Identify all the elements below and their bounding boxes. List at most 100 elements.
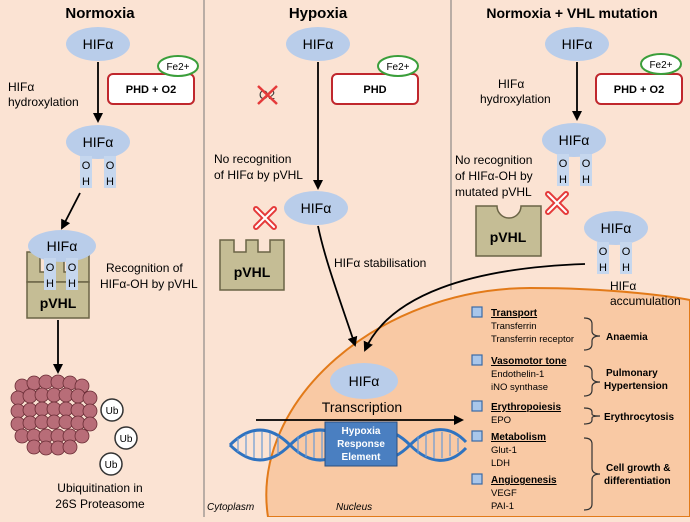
- hydroxyl-group: [66, 258, 78, 290]
- accumulation-label-1: HIFα: [610, 279, 636, 293]
- hydroxyl-group: [80, 156, 92, 188]
- gene-label: VEGF: [491, 488, 517, 499]
- outcome-erythrocytosis: Erythrocytosis: [604, 412, 674, 423]
- fe-label: Fe2+: [649, 60, 672, 71]
- no-recognition-label-2: of HIFα by pVHL: [214, 168, 303, 182]
- category-angiogenesis: Angiogenesis: [491, 475, 557, 486]
- outcome-pulmonary-2: Hypertension: [604, 381, 668, 392]
- phd-label: PHD: [363, 84, 386, 96]
- hydroxyl-group: [44, 258, 56, 290]
- hif-alpha-stabilised: [284, 191, 348, 225]
- ubiquitin-icon: [100, 398, 124, 422]
- oxygen-label: O: [82, 160, 91, 172]
- hydrogen-label: H: [68, 278, 76, 290]
- oxygen-label: O: [582, 158, 591, 170]
- hydrogen-label: H: [622, 262, 630, 274]
- bracket-erythrocytosis: [583, 407, 601, 425]
- hydroxyl-group: [557, 154, 569, 186]
- gene-label: Transferrin: [491, 321, 537, 332]
- normoxia-panel: HIFα HIFα hydroxylation PHD + O2 Fe2+ HI…: [8, 27, 199, 511]
- hif-alpha-accumulated: [584, 211, 648, 245]
- arrow-to-pvhl: [61, 192, 81, 230]
- phd-label: PHD + O2: [614, 84, 664, 96]
- hydrogen-label: H: [599, 262, 607, 274]
- pvhl-mutated-protein: [475, 205, 542, 257]
- hif-label: HIFα: [601, 220, 632, 236]
- proteasome-26s: [10, 374, 98, 456]
- oxygen-label: O: [68, 262, 77, 274]
- phd-label: PHD + O2: [126, 84, 176, 96]
- gene-label: Glut-1: [491, 445, 517, 456]
- pvhl-label: pVHL: [234, 264, 271, 280]
- hre-label-1: Hypoxia: [342, 426, 381, 437]
- pvhl-protein: [219, 239, 285, 291]
- hydrogen-label: H: [106, 176, 114, 188]
- category-vasomotor-tone: Vasomotor tone: [491, 356, 567, 367]
- hif-label: HIFα: [349, 373, 380, 389]
- oxygen-label: O: [46, 262, 55, 274]
- recognition-label-1: Recognition of: [106, 261, 183, 275]
- title-vhl-mutation: Normoxia + VHL mutation: [486, 5, 657, 21]
- gene-label: Transferrin receptor: [491, 334, 574, 345]
- vhl-mutation-panel: HIFα HIFα hydroxylation PHD + O2 Fe2+ HI…: [363, 27, 683, 352]
- cross-icon: [545, 191, 569, 215]
- hydroxyl-group: [597, 242, 609, 274]
- outcome-brackets: [583, 317, 601, 511]
- cross-icon: [253, 206, 277, 230]
- oxygen-label: O: [106, 160, 115, 172]
- category-erythropoiesis: Erythropoiesis: [491, 402, 561, 413]
- fe-label: Fe2+: [386, 62, 409, 73]
- phd-enzyme-box: [107, 73, 195, 105]
- pvhl-label: pVHL: [490, 229, 527, 245]
- hydroxylation-label-2: hydroxylation: [8, 95, 79, 109]
- bracket-cell-growth: [583, 437, 601, 511]
- accumulation-label-2: accumulation: [610, 294, 681, 308]
- category-transport: Transport: [491, 308, 538, 319]
- checkbox-icon: [471, 473, 483, 485]
- title-normoxia: Normoxia: [65, 5, 135, 22]
- gene-label: PAI-1: [491, 501, 514, 512]
- outcome-anaemia: Anaemia: [606, 332, 648, 343]
- hydroxyl-group: [620, 242, 632, 274]
- iron-cofactor: [640, 53, 682, 75]
- target-gene-list: Transport Transferrin Transferrin recept…: [471, 306, 574, 512]
- stabilisation-label: HIFα stabilisation: [334, 256, 426, 270]
- iron-cofactor: [377, 55, 419, 77]
- hif-label: HIFα: [559, 132, 590, 148]
- ubiquitin-label: Ub: [105, 460, 118, 471]
- ubiquitin-icon: [99, 452, 123, 476]
- outcome-cell-growth-2: differentiation: [604, 476, 671, 487]
- hif-alpha-bound-pvhl: [28, 230, 96, 262]
- hif-alpha-hypoxia-top: [286, 27, 350, 61]
- hif-label: HIFα: [301, 200, 332, 216]
- transcription-label: Transcription: [322, 399, 402, 415]
- checkbox-icon: [471, 430, 483, 442]
- ubiquitin-label: Ub: [106, 406, 119, 417]
- nucleus-label: Nucleus: [336, 502, 372, 513]
- hif-label: HIFα: [562, 36, 593, 52]
- oxygen-label: O: [599, 246, 608, 258]
- cross-icon: [257, 85, 278, 105]
- gene-label: EPO: [491, 415, 511, 426]
- gene-label: iNO synthase: [491, 382, 548, 393]
- arrow-to-nucleus: [317, 225, 358, 347]
- oxygen-label: O: [559, 158, 568, 170]
- checkbox-icon: [471, 400, 483, 412]
- hif-alpha-vhl-top: [545, 27, 609, 61]
- hydrogen-label: H: [46, 278, 54, 290]
- fe-label: Fe2+: [166, 62, 189, 73]
- oxygen-label: O: [622, 246, 631, 258]
- hif-label: HIFα: [83, 134, 114, 150]
- hif-alpha-hydroxylated: [66, 125, 130, 159]
- no-recognition-label-2: of HIFα-OH by: [455, 169, 533, 183]
- hydroxyl-group: [104, 156, 116, 188]
- ubiquitination-label-2: 26S Proteasome: [55, 497, 145, 511]
- pvhl-body: [26, 281, 90, 319]
- hypoxia-panel: HIFα PHD Fe2+ O2 No recognition of HIFα …: [214, 27, 426, 347]
- hydrogen-label: H: [582, 174, 590, 186]
- phd-enzyme-box: [331, 73, 419, 105]
- pvhl-label: pVHL: [40, 295, 77, 311]
- nucleus-contents: HIFα Transcription Hypoxia Response Elem…: [207, 363, 468, 513]
